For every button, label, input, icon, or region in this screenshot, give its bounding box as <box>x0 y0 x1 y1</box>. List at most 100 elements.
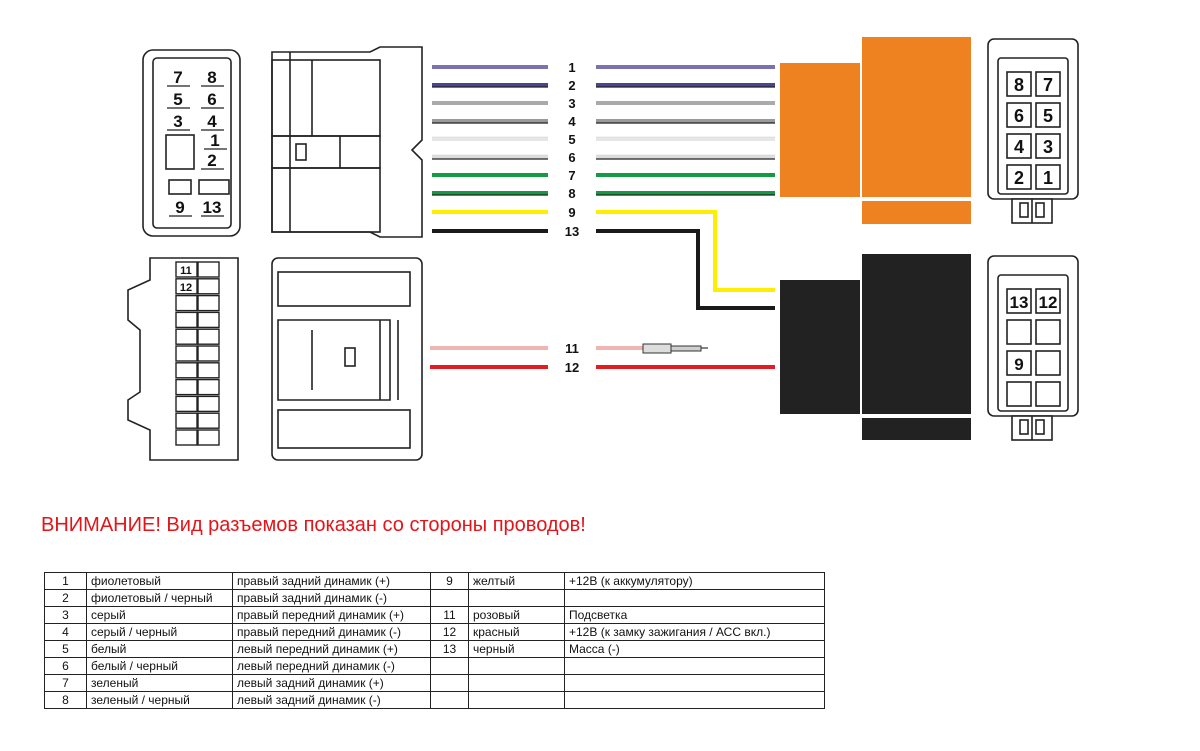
wire-label: 12 <box>565 360 579 375</box>
wire-function: правый задний динамик (-) <box>232 589 431 607</box>
wire-right-segment <box>596 119 775 124</box>
pin-cell <box>1006 288 1032 314</box>
wire-color: серый / черный <box>86 623 233 641</box>
pin-label: 9 <box>1014 355 1023 374</box>
wire-color: розовый <box>468 606 565 624</box>
pin-number: 13 <box>430 640 469 658</box>
pin-label: 13 <box>1010 293 1029 312</box>
wire-label: 9 <box>568 205 575 220</box>
pin-number: 2 <box>44 589 87 607</box>
pin-cell <box>197 429 220 446</box>
pin-label: 9 <box>175 198 184 217</box>
pin-cell <box>197 311 220 329</box>
orange-connector-block <box>780 37 971 224</box>
wire-left-segment <box>432 191 548 196</box>
pin-label: 8 <box>1014 75 1024 95</box>
pin-number: 6 <box>44 657 87 675</box>
wire-right-segment <box>596 210 775 292</box>
wire-color <box>468 657 565 675</box>
pin-number <box>430 657 469 675</box>
pin-number: 5 <box>44 640 87 658</box>
wire-function: Подсветка <box>564 606 825 624</box>
pin-cell <box>197 412 220 429</box>
pin-number <box>430 691 469 709</box>
pin-cell <box>1006 350 1032 376</box>
pin-number <box>430 674 469 692</box>
wire-color: зеленый <box>86 674 233 692</box>
wire-label: 2 <box>568 78 575 93</box>
wire-label: 13 <box>565 224 579 239</box>
pin-label: 6 <box>207 90 216 109</box>
pin-cell <box>175 294 198 312</box>
pin-number: 8 <box>44 691 87 709</box>
wire-function: левый передний динамик (-) <box>232 657 431 675</box>
pin-cell <box>197 278 220 295</box>
wire-left-segment <box>432 136 548 141</box>
wire-label: 11 <box>565 341 579 356</box>
wire-color: фиолетовый / черный <box>86 589 233 607</box>
pin-label: 6 <box>1014 106 1024 126</box>
wire-function: левый передний динамик (+) <box>232 640 431 658</box>
wire-function: правый передний динамик (+) <box>232 606 431 624</box>
pin-cell <box>1035 288 1061 314</box>
pin-label: 8 <box>207 68 216 87</box>
pin-cell <box>175 378 198 396</box>
wire-color <box>468 691 565 709</box>
pin-terminal-icon <box>642 343 708 354</box>
pin-label: 12 <box>180 282 192 294</box>
wire-label: 6 <box>568 150 575 165</box>
pin-label: 2 <box>207 151 216 170</box>
wire-color: белый <box>86 640 233 658</box>
wire-function: левый задний динамик (-) <box>232 691 431 709</box>
wire-function: правый задний динамик (+) <box>232 572 431 590</box>
left-top-connector <box>142 49 241 237</box>
pin-label: 4 <box>1014 137 1024 157</box>
right-bottom-connector <box>987 255 1079 441</box>
pin-cell <box>1006 319 1032 345</box>
pin-cell <box>1006 71 1032 97</box>
wire-left-segment <box>432 83 548 88</box>
wire-label: 8 <box>568 186 575 201</box>
pin-cell <box>197 328 220 345</box>
pin-label: 7 <box>1043 75 1053 95</box>
pin-label: 4 <box>207 112 217 131</box>
wire-color <box>468 674 565 692</box>
wire-left-segment <box>432 154 548 160</box>
pin-label: 3 <box>1043 137 1053 157</box>
pin-cell <box>197 294 220 312</box>
wire-function: правый передний динамик (-) <box>232 623 431 641</box>
pin-cell <box>1035 133 1061 159</box>
wire-function <box>564 657 825 675</box>
wire-function: Масса (-) <box>564 640 825 658</box>
pin-label: 5 <box>173 90 182 109</box>
pin-number: 4 <box>44 623 87 641</box>
wire-label: 7 <box>568 168 575 183</box>
wire-color: белый / черный <box>86 657 233 675</box>
pin-label: 2 <box>1014 168 1024 188</box>
wire-color: желтый <box>468 572 565 590</box>
left-bottom-side-view <box>271 257 423 461</box>
pin-label: 13 <box>203 198 222 217</box>
wire-function <box>564 674 825 692</box>
warning-message: ВНИМАНИЕ! Вид разъемов показан со сторон… <box>41 514 586 536</box>
pin-cell <box>197 362 220 379</box>
wire-color: серый <box>86 606 233 624</box>
wire-label: 3 <box>568 96 575 111</box>
wire-right-segment <box>596 191 775 196</box>
pin-cell <box>1035 71 1061 97</box>
pin-label: 5 <box>1043 106 1053 126</box>
pin-label: 3 <box>173 112 182 131</box>
pin-cell <box>1035 102 1061 128</box>
pin-number: 7 <box>44 674 87 692</box>
wire-color: зеленый / черный <box>86 691 233 709</box>
pin-number: 12 <box>430 623 469 641</box>
